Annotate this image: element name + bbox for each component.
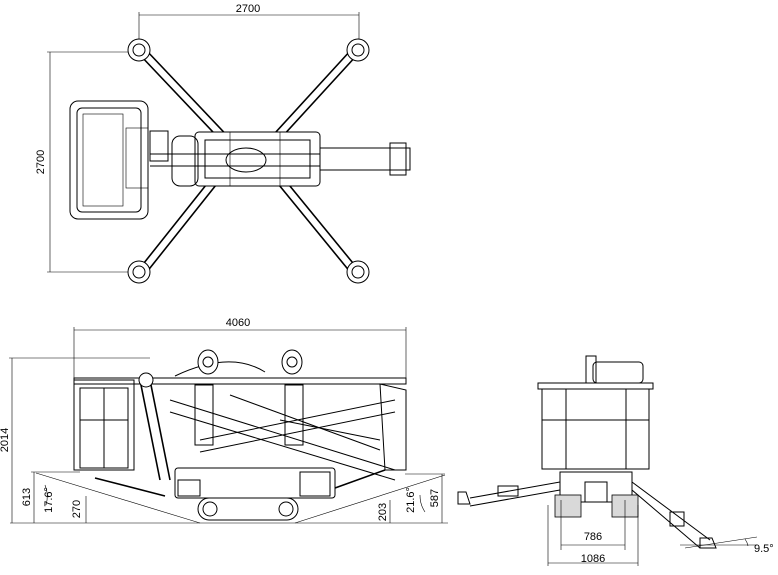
outrigger-pad-top-right [346,38,370,62]
top-width-dimension: 2700 [138,3,360,44]
top-basket [69,100,149,220]
side-length-label: 4060 [226,317,250,329]
front-ground-line [680,536,758,549]
side-clearance-left-dimension: 270 [71,496,87,523]
outrigger-pad-top-left [127,38,151,62]
side-right-height-dimension: 587 [405,473,445,523]
front-basket [537,355,654,470]
side-outrigger-legs [94,469,386,497]
side-ground-label: 613 [21,488,33,506]
side-ground-lines [10,472,448,524]
top-chassis [149,130,411,187]
side-angle-right-label: 21.6° [405,487,417,513]
top-height-dimension: 2700 [35,51,132,273]
front-track-outer-dimension: 1086 [547,505,639,566]
side-height-dimension: 2014 [0,357,150,523]
side-height-label: 2014 [0,428,11,452]
side-pad-left [197,349,219,375]
top-view: 2700 2700 [35,3,411,284]
side-clearance-left-label: 270 [71,500,83,518]
side-view: 4060 2014 613 17.6° 270 203 21.6° 587 [0,317,448,524]
side-ground-dimension: 613 [21,471,80,523]
front-view: 786 1086 9.5° [457,355,774,566]
front-angle-label: 9.5° [754,543,774,555]
side-clearance-right-dimension: 203 [377,500,391,523]
side-length-dimension: 4060 [73,317,407,380]
side-pad-right [281,349,303,375]
side-clearance-right-label: 203 [377,503,389,521]
front-track-outer-label: 1086 [581,553,605,565]
side-pad-rear [138,372,154,388]
front-track-inner-label: 786 [584,531,602,543]
side-basket [73,377,407,471]
outrigger-pad-bottom-left [127,260,151,284]
front-outriggers [457,481,717,549]
outrigger-pad-bottom-right [346,260,370,284]
front-chassis [554,471,639,518]
side-angle-left-label: 17.6° [43,487,55,513]
top-height-label: 2700 [35,150,47,174]
side-boom [139,361,407,481]
side-track [174,467,336,521]
side-right-height-label: 587 [429,489,441,507]
front-track-inner-dimension: 786 [560,500,626,550]
top-width-label: 2700 [236,3,260,15]
